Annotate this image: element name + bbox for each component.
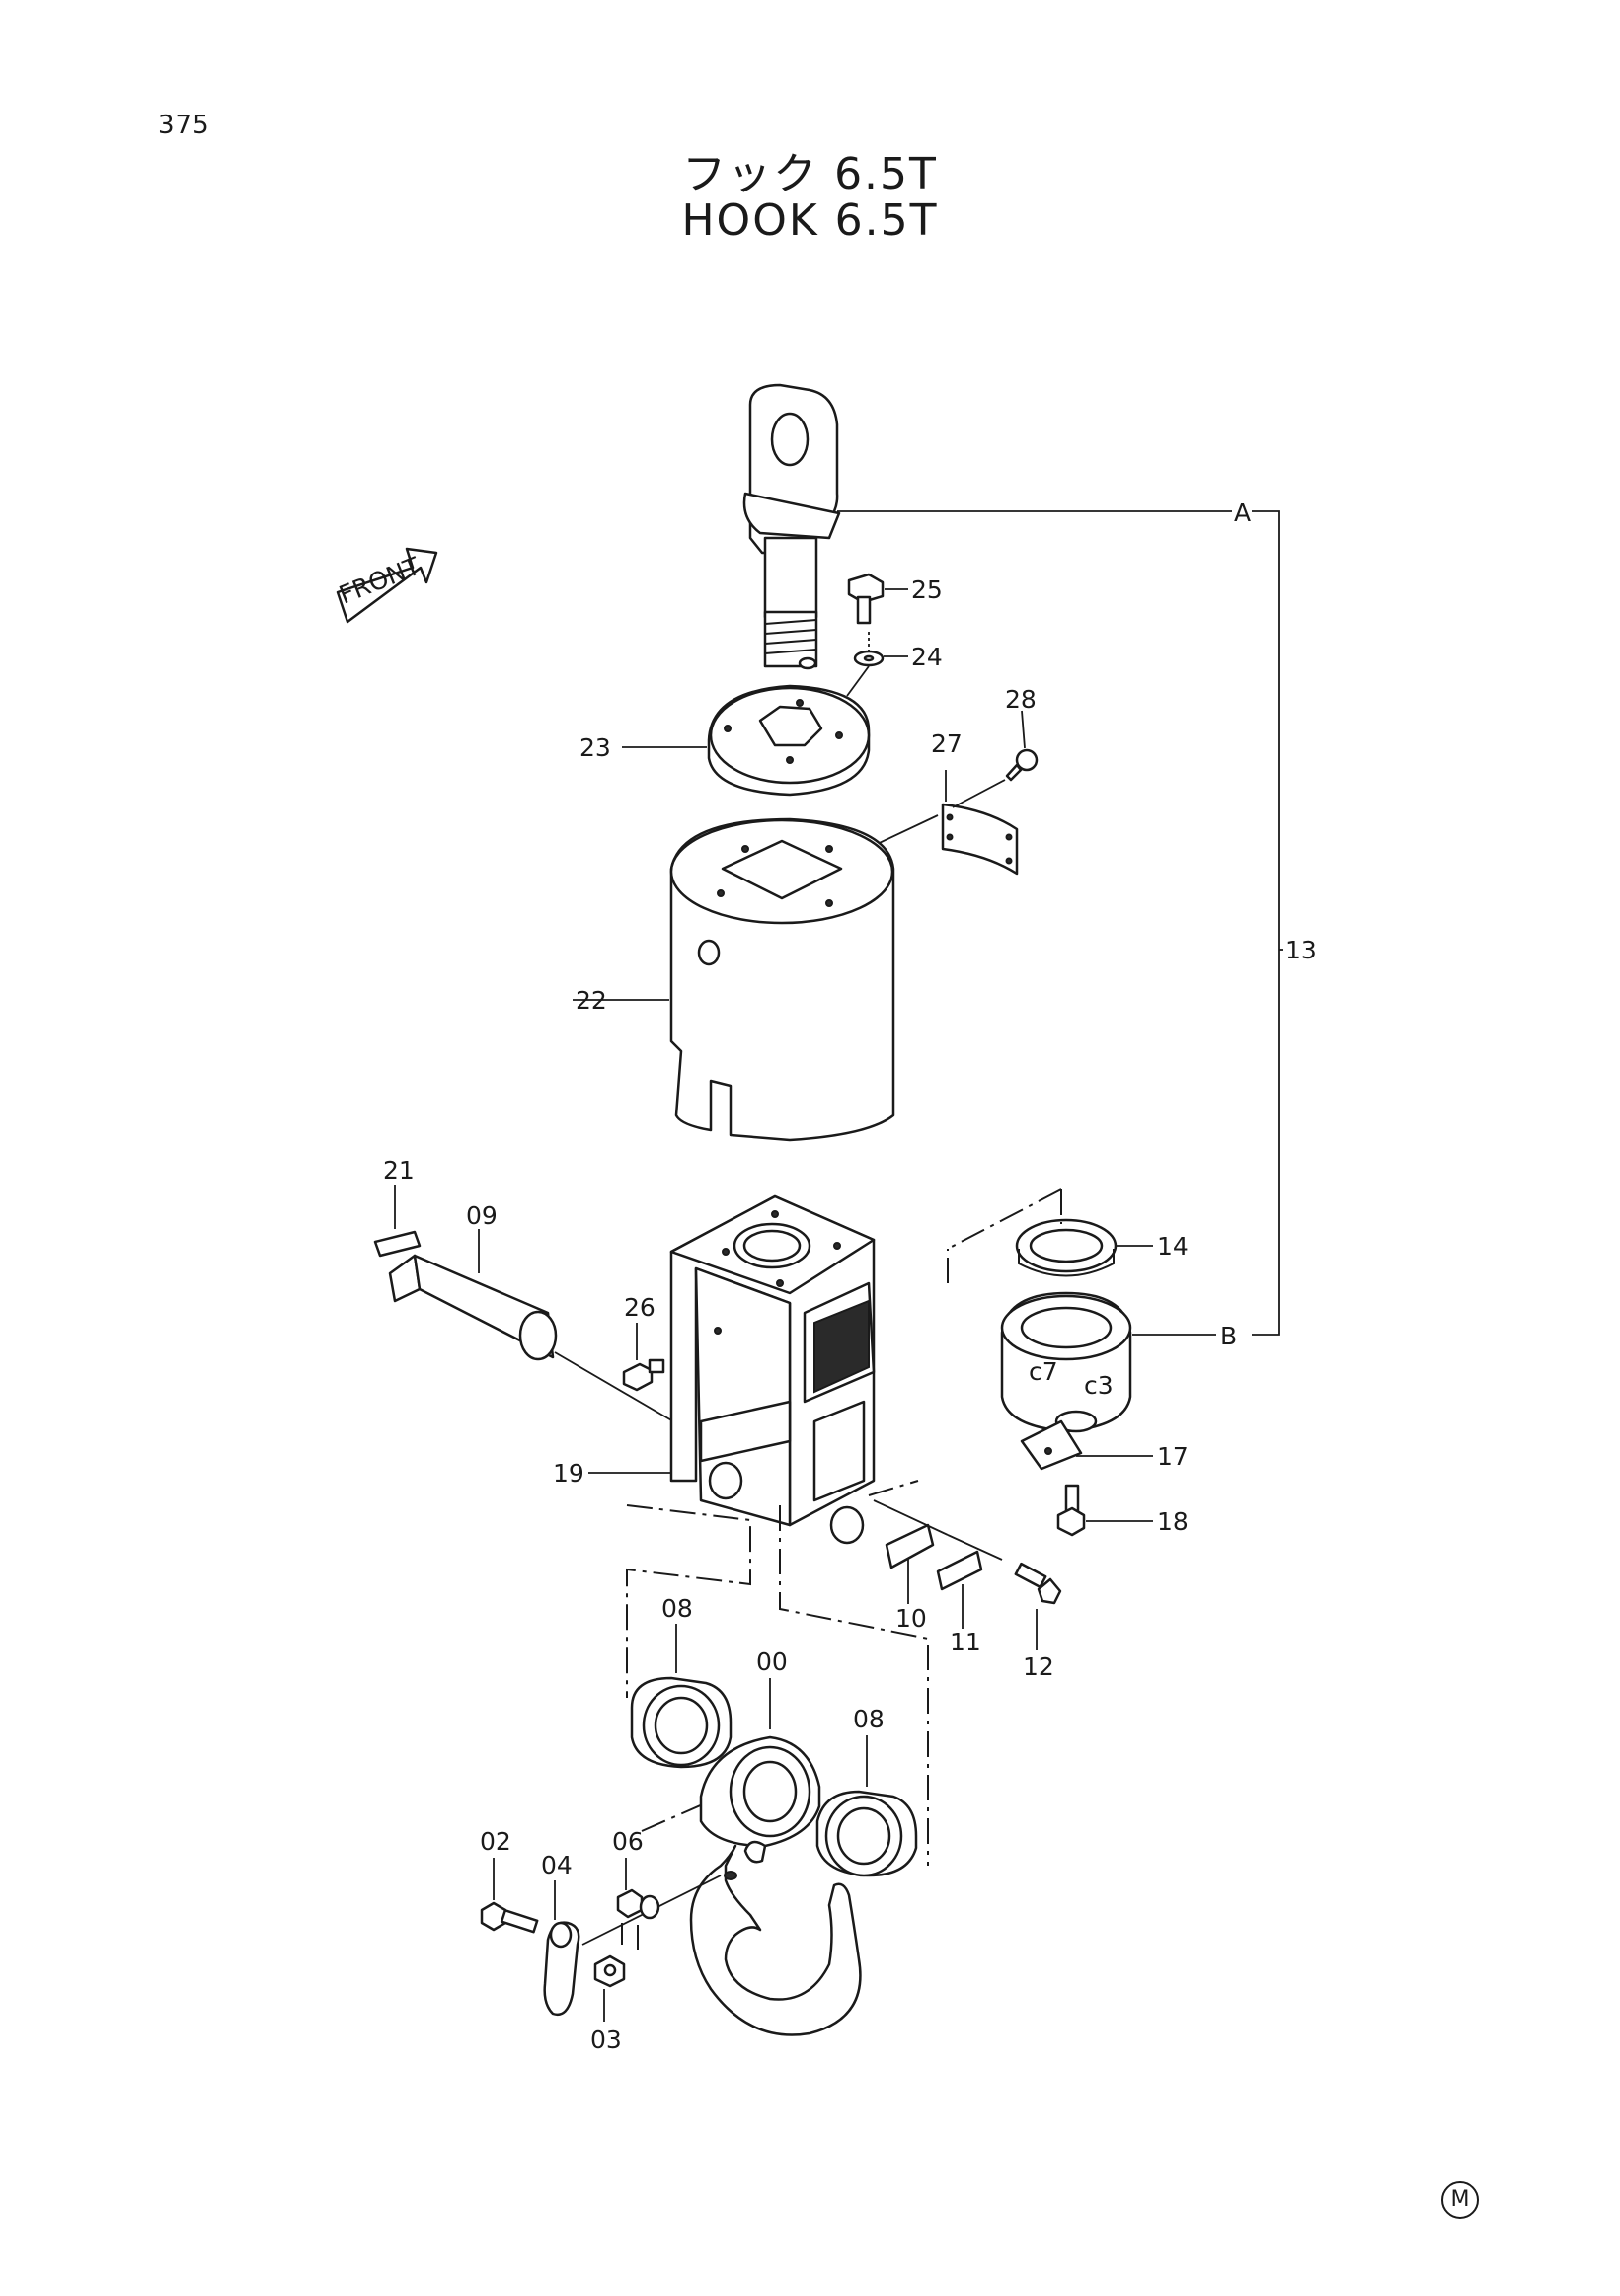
callout-10: 10: [895, 1604, 927, 1633]
front-arrow-icon: FRONT: [335, 547, 438, 624]
callout-08-right: 08: [853, 1705, 885, 1733]
callout-09: 09: [466, 1201, 498, 1230]
callout-23: 23: [579, 733, 611, 762]
callout-11: 11: [950, 1628, 981, 1656]
hook-00-part: [689, 1678, 862, 2036]
maker-mark-icon: M: [1441, 2181, 1479, 2219]
callout-08-left: 08: [661, 1594, 693, 1623]
frame-19-part: [588, 1194, 919, 1545]
callout-04: 04: [541, 1851, 573, 1879]
bearing-14-part: [947, 1188, 1153, 1277]
lock-plate-17-part: [1020, 1419, 1153, 1471]
callout-A: A: [1234, 498, 1251, 527]
callout-27: 27: [931, 729, 963, 758]
hook-shank-part: [742, 383, 841, 670]
callout-13: 13: [1285, 936, 1317, 964]
bushing-08-right-part: [815, 1735, 918, 1877]
bolt-25-part: [847, 573, 908, 625]
callout-18: 18: [1157, 1507, 1189, 1536]
plate-11-part: [936, 1534, 1003, 1629]
plate-10-part: [873, 1499, 949, 1604]
front-label: FRONT: [335, 551, 424, 609]
bolt-12-part: [1014, 1562, 1062, 1650]
key-21-part: [373, 1185, 422, 1258]
svg-text:c7: c7: [1029, 1357, 1058, 1386]
pin-09-part: [388, 1229, 674, 1422]
callout-24: 24: [911, 643, 943, 671]
washer-24-part: [846, 632, 908, 697]
assembly-bracket-13: [837, 510, 1283, 1336]
nut-b-part: c7 c3: [947, 1249, 1216, 1433]
callout-14: 14: [1157, 1232, 1189, 1261]
bolt-02-part: [480, 1858, 539, 1934]
callout-25: 25: [911, 575, 943, 604]
title-english: HOOK 6.5T: [681, 195, 939, 246]
nameplate-27-part: [866, 770, 1019, 876]
callout-21: 21: [383, 1156, 415, 1185]
bolt-18-part: [1056, 1484, 1153, 1537]
callout-00: 00: [756, 1647, 788, 1676]
cover-22-part: [573, 817, 895, 1142]
page-number: 375: [158, 111, 210, 140]
callout-12: 12: [1023, 1652, 1054, 1681]
callout-02: 02: [480, 1827, 511, 1856]
alignment-lines: [626, 1504, 929, 1866]
svg-text:c3: c3: [1084, 1371, 1114, 1400]
callout-22: 22: [576, 986, 607, 1015]
latch-04-part: [543, 1875, 722, 2017]
callout-19: 19: [553, 1459, 584, 1488]
plate-23-part: [622, 684, 871, 797]
callout-B: B: [1220, 1322, 1237, 1350]
callout-06: 06: [612, 1827, 644, 1856]
spring-06-part: [616, 1858, 660, 1950]
callout-28: 28: [1005, 685, 1037, 714]
fitting-26-part: [622, 1323, 665, 1392]
title-japanese: フック 6.5T: [682, 149, 938, 199]
screw-28-part: [1005, 710, 1039, 782]
callout-17: 17: [1157, 1442, 1189, 1471]
callout-03: 03: [590, 2026, 622, 2054]
callout-26: 26: [624, 1293, 656, 1322]
nut-03-part: [593, 1954, 626, 2022]
bushing-08-left-part: [630, 1624, 733, 1769]
